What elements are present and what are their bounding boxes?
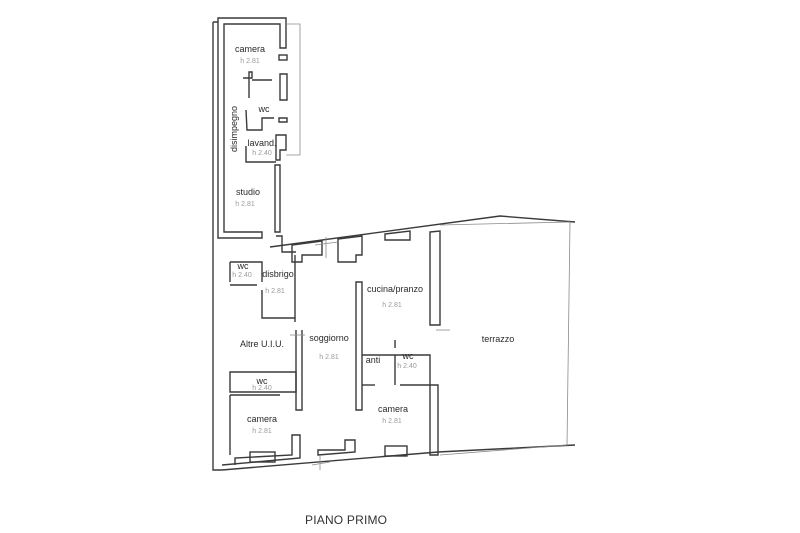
room-label-camera-southeast: camera [377, 404, 409, 414]
north-wing-walls [212, 17, 301, 471]
room-height-studio: h 2.81 [235, 201, 255, 208]
room-label-lavand: lavand. [247, 138, 277, 148]
room-height-lavand: h 2.40 [252, 150, 272, 157]
room-label-terrazzo: terrazzo [481, 334, 515, 344]
floor-title: PIANO PRIMO [305, 513, 388, 527]
room-label-wc-disbrigo: wc [237, 261, 249, 271]
room-label-camera-southwest: camera [246, 414, 278, 424]
room-label-wc-north: wc [258, 104, 270, 114]
room-height-wc-anti: h 2.40 [397, 363, 417, 370]
room-label-camera-north: camera [234, 44, 266, 54]
room-label-disimpegno: disimpegno [229, 105, 239, 152]
room-label-cucina-pranzo: cucina/pranzo [366, 284, 424, 294]
room-label-soggiorno: soggiorno [309, 333, 349, 343]
room-label-disbrigo: disbrigo [262, 269, 294, 279]
room-height-disbrigo: h 2.81 [265, 288, 285, 295]
room-height-camera-north: h 2.81 [240, 58, 260, 65]
room-label-studio: studio [235, 187, 261, 197]
room-height-soggiorno: h 2.81 [319, 354, 339, 361]
terrazzo-outline [439, 221, 571, 456]
room-label-anti: anti [365, 355, 381, 365]
room-label-wc-south: wc [256, 376, 268, 386]
central-block-walls [221, 215, 576, 471]
room-height-cucina-pranzo: h 2.81 [382, 302, 402, 309]
room-height-wc-disbrigo: h 2.40 [232, 272, 252, 279]
room-label-wc-anti: wc [402, 351, 414, 361]
room-height-camera-southeast: h 2.81 [382, 418, 402, 425]
room-height-wc-south: h 2.40 [252, 385, 272, 392]
room-height-camera-southwest: h 2.81 [252, 428, 272, 435]
room-label-altre-uiu: Altre U.I.U. [239, 339, 285, 349]
door-marks [290, 237, 450, 470]
